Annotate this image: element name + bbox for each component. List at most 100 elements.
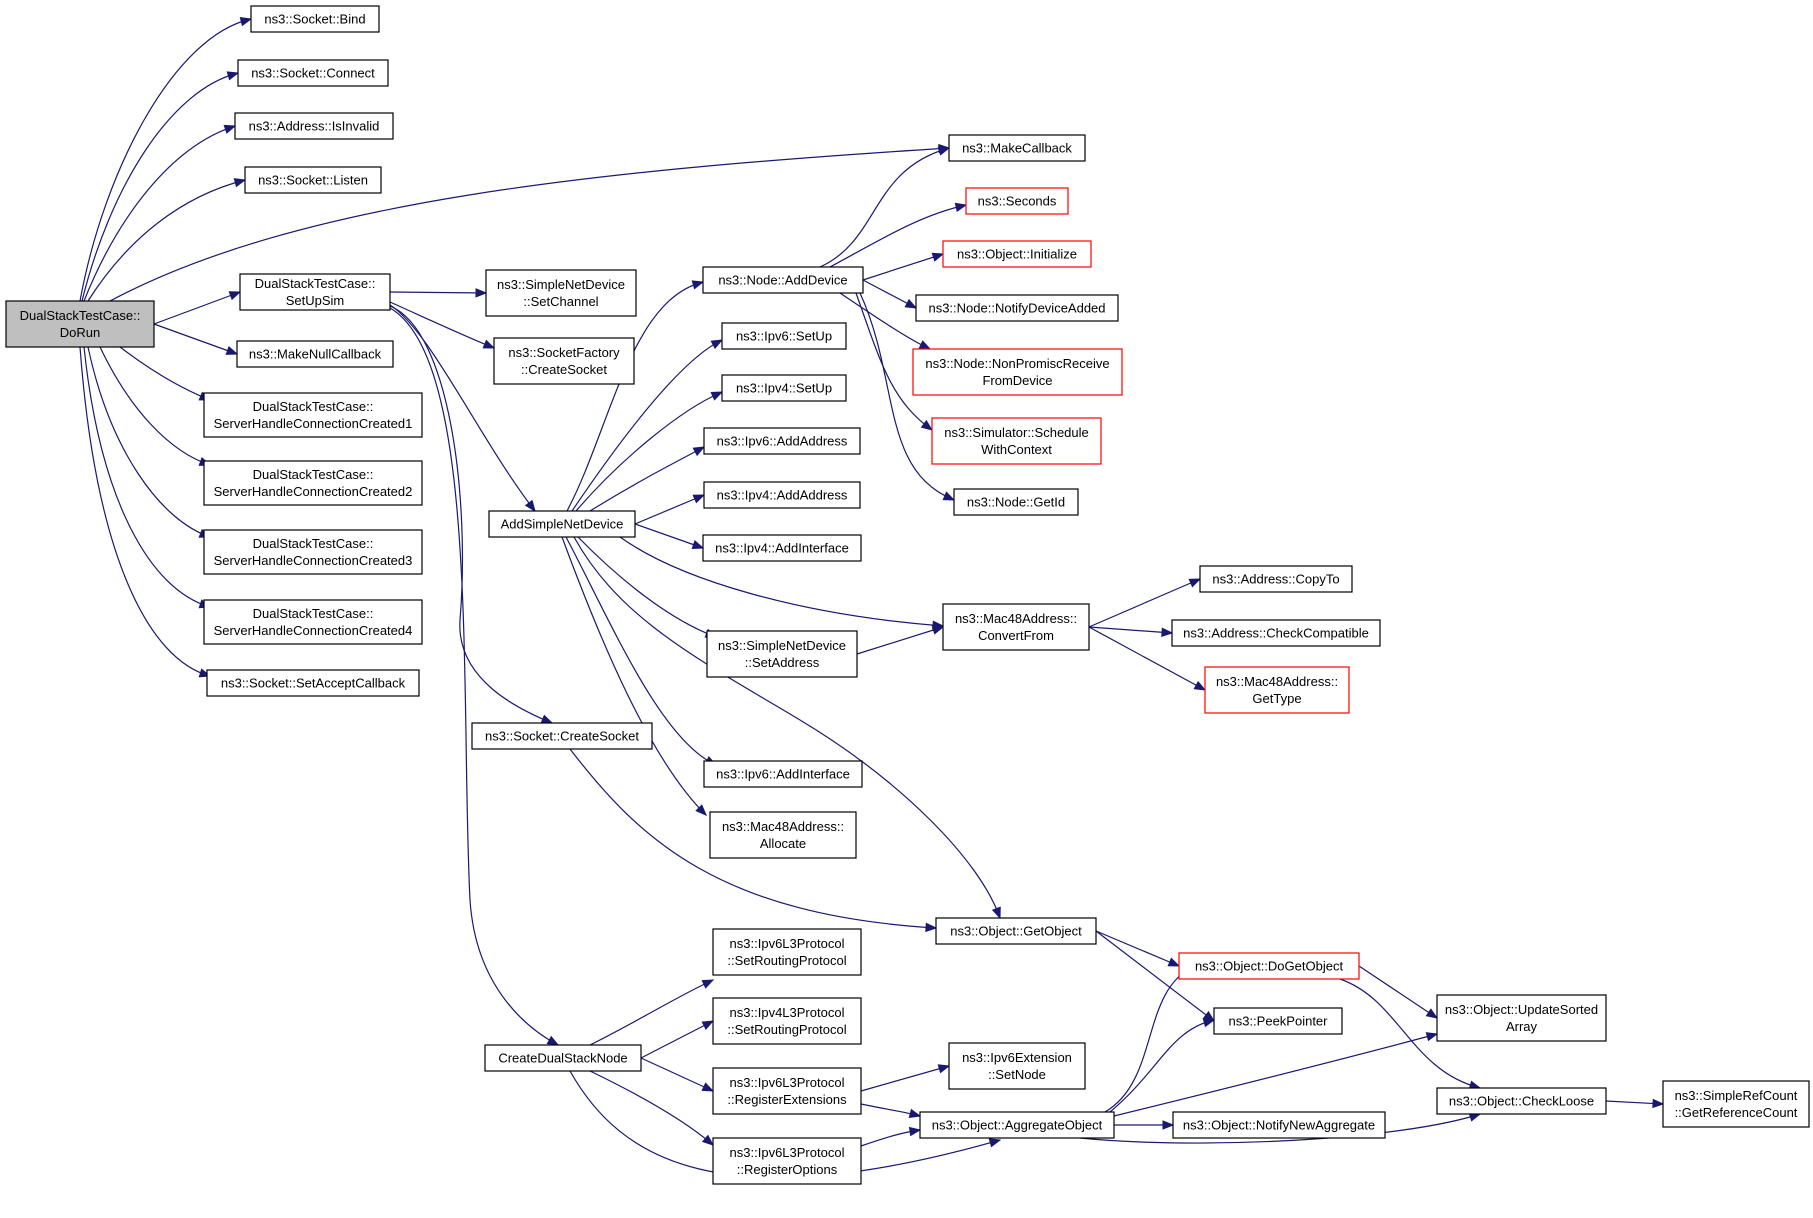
- node-box: [1436, 1087, 1607, 1115]
- node-listen[interactable]: ns3::Socket::Listen: [244, 166, 382, 194]
- node-socketcreatesocket[interactable]: ns3::Socket::CreateSocket: [471, 722, 653, 750]
- node-checkloose[interactable]: ns3::Object::CheckLoose: [1436, 1087, 1607, 1115]
- node-createdualstacknode[interactable]: CreateDualStackNode: [484, 1044, 642, 1072]
- node-box: [1172, 1111, 1386, 1139]
- node-label-line: ns3::Ipv6::SetUp: [736, 329, 832, 344]
- node-sfcreatesocket[interactable]: ns3::SocketFactory::CreateSocket: [493, 337, 635, 385]
- node-nodegetid[interactable]: ns3::Node::GetId: [953, 488, 1079, 516]
- node-isinvalid[interactable]: ns3::Address::IsInvalid: [234, 112, 394, 140]
- node-shcc1[interactable]: DualStackTestCase::ServerHandleConnectio…: [203, 392, 423, 438]
- edge-nodeadddevice-to-schedulewithcontext: [855, 292, 934, 431]
- node-box: [203, 529, 423, 575]
- node-bind[interactable]: ns3::Socket::Bind: [250, 5, 380, 33]
- node-box: [965, 187, 1069, 215]
- node-setupsim[interactable]: DualStackTestCase::SetUpSim: [239, 273, 391, 311]
- edge-createdualstacknode-to-ipv4l3setrouting-line: [640, 1020, 714, 1059]
- node-regopt[interactable]: ns3::Ipv6L3Protocol::RegisterOptions: [712, 1137, 862, 1185]
- node-ipv6addinterface[interactable]: ns3::Ipv6::AddInterface: [703, 760, 863, 788]
- edge-convertfrom-to-copyto-line: [1088, 578, 1201, 628]
- node-box: [236, 340, 394, 368]
- edge-convertfrom-to-mac48gettype-line: [1088, 626, 1206, 691]
- node-seconds[interactable]: ns3::Seconds: [965, 187, 1069, 215]
- node-ipv4l3setrouting[interactable]: ns3::Ipv4L3Protocol::SetRoutingProtocol: [712, 997, 862, 1045]
- node-dorun[interactable]: DualStackTestCase::DoRun: [5, 300, 155, 348]
- node-ipv4setup[interactable]: ns3::Ipv4::SetUp: [721, 374, 847, 402]
- node-mac48allocate[interactable]: ns3::Mac48Address::Allocate: [709, 811, 857, 859]
- node-ipv4addinterface[interactable]: ns3::Ipv4::AddInterface: [702, 534, 862, 562]
- node-label-line: ns3::Mac48Address::: [722, 819, 844, 834]
- edge-dorun-to-makenullcb: [153, 323, 239, 355]
- edge-dorun-to-connect: [81, 71, 240, 302]
- node-label-line: ns3::MakeNullCallback: [249, 347, 382, 362]
- node-connect[interactable]: ns3::Socket::Connect: [237, 59, 389, 87]
- node-label-line: CreateDualStackNode: [498, 1051, 627, 1066]
- node-regext[interactable]: ns3::Ipv6L3Protocol::RegisterExtensions: [712, 1067, 862, 1115]
- node-setchannel[interactable]: ns3::SimpleNetDevice::SetChannel: [485, 269, 637, 317]
- node-ipv6addaddress[interactable]: ns3::Ipv6::AddAddress: [703, 427, 861, 455]
- node-ipv6extsetnode[interactable]: ns3::Ipv6Extension::SetNode: [948, 1042, 1086, 1090]
- node-ipv4addaddress[interactable]: ns3::Ipv4::AddAddress: [703, 481, 861, 509]
- node-sndsetaddress[interactable]: ns3::SimpleNetDevice::SetAddress: [706, 630, 858, 678]
- node-box: [703, 481, 861, 509]
- node-notifydeviceadded[interactable]: ns3::Node::NotifyDeviceAdded: [915, 294, 1119, 322]
- edge-nodeadddevice-to-notifydeviceadded: [862, 279, 918, 309]
- node-box: [488, 510, 636, 538]
- node-label-line: DualStackTestCase::: [253, 467, 374, 482]
- node-label-line: AddSimpleNetDevice: [501, 517, 624, 532]
- edge-dorun-to-setacceptcb-line: [79, 346, 211, 677]
- node-dogetobject[interactable]: ns3::Object::DoGetObject: [1178, 952, 1360, 980]
- node-shcc4[interactable]: DualStackTestCase::ServerHandleConnectio…: [203, 599, 423, 645]
- node-ipv6l3setrouting[interactable]: ns3::Ipv6L3Protocol::SetRoutingProtocol: [712, 928, 862, 976]
- edge-socketcreatesocket-to-getobject-line: [569, 748, 937, 929]
- node-box: [919, 1111, 1115, 1139]
- node-nodeadddevice[interactable]: ns3::Node::AddDevice: [702, 266, 864, 294]
- node-makecallback[interactable]: ns3::MakeCallback: [948, 134, 1086, 162]
- node-notifynewaggregate[interactable]: ns3::Object::NotifyNewAggregate: [1172, 1111, 1386, 1139]
- edge-setupsim-to-sfcreatesocket: [389, 301, 496, 349]
- edge-dorun-to-setupsim: [153, 291, 242, 325]
- edge-setupsim-to-createdualstacknode-line: [389, 307, 559, 1046]
- edge-setupsim-to-addsimplenetdevice-arrowhead: [524, 499, 536, 513]
- node-getobject[interactable]: ns3::Object::GetObject: [935, 917, 1097, 945]
- node-label-line: ns3::Simulator::Schedule: [944, 425, 1089, 440]
- node-label-line: DualStackTestCase::: [255, 276, 376, 291]
- node-peekpointer[interactable]: ns3::PeekPointer: [1213, 1007, 1343, 1035]
- edge-convertfrom-to-checkcompatible-arrowhead: [1161, 627, 1174, 637]
- node-aggregateobject[interactable]: ns3::Object::AggregateObject: [919, 1111, 1115, 1139]
- node-addsimplenetdevice[interactable]: AddSimpleNetDevice: [488, 510, 636, 538]
- node-label-line: ns3::Ipv4L3Protocol: [730, 1005, 845, 1020]
- node-label-line: ns3::Address::CheckCompatible: [1183, 626, 1369, 641]
- node-ipv6setup[interactable]: ns3::Ipv6::SetUp: [721, 322, 847, 350]
- node-box: [1213, 1007, 1343, 1035]
- node-shcc3[interactable]: DualStackTestCase::ServerHandleConnectio…: [203, 529, 423, 575]
- node-checkcompatible[interactable]: ns3::Address::CheckCompatible: [1171, 619, 1381, 647]
- node-label-line: FromDevice: [982, 373, 1052, 388]
- node-convertfrom[interactable]: ns3::Mac48Address::ConvertFrom: [942, 603, 1090, 651]
- node-makenullcb[interactable]: ns3::MakeNullCallback: [236, 340, 394, 368]
- node-mac48gettype[interactable]: ns3::Mac48Address::GetType: [1204, 666, 1350, 714]
- node-copyto[interactable]: ns3::Address::CopyTo: [1199, 565, 1353, 593]
- node-label-line: ns3::Socket::Connect: [251, 66, 375, 81]
- edge-regext-to-ipv6extsetnode-arrowhead: [937, 1064, 951, 1074]
- node-getrefcount[interactable]: ns3::SimpleRefCount::GetReferenceCount: [1662, 1080, 1810, 1128]
- edge-getobject-to-dogetobject: [1095, 930, 1181, 967]
- node-box: [703, 427, 861, 455]
- edge-addsimplenetdevice-to-ipv6setup-arrowhead: [710, 339, 724, 350]
- edge-convertfrom-to-copyto-arrowhead: [1188, 578, 1202, 588]
- node-label-line: ConvertFrom: [978, 628, 1054, 643]
- node-objinitialize[interactable]: ns3::Object::Initialize: [942, 240, 1092, 268]
- edge-aggregateobject-to-notifynewaggregate: [1114, 1120, 1175, 1130]
- edge-createdualstacknode-to-ipv4l3setrouting-arrowhead: [701, 1020, 715, 1031]
- edge-regext-to-aggregateobject-arrowhead: [908, 1108, 922, 1118]
- node-shcc2[interactable]: DualStackTestCase::ServerHandleConnectio…: [203, 460, 423, 506]
- edge-dorun-to-makenullcb-line: [153, 323, 238, 355]
- edge-setupsim-to-socketcreatesocket-arrowhead: [540, 714, 554, 724]
- edge-setupsim-to-setchannel: [389, 288, 488, 298]
- edge-setupsim-to-createdualstacknode: [389, 307, 560, 1046]
- node-setacceptcb[interactable]: ns3::Socket::SetAcceptCallback: [206, 669, 420, 697]
- edge-checkloose-to-getrefcount: [1605, 1098, 1665, 1109]
- edge-createdualstacknode-to-ipv6l3setrouting-line: [589, 979, 714, 1046]
